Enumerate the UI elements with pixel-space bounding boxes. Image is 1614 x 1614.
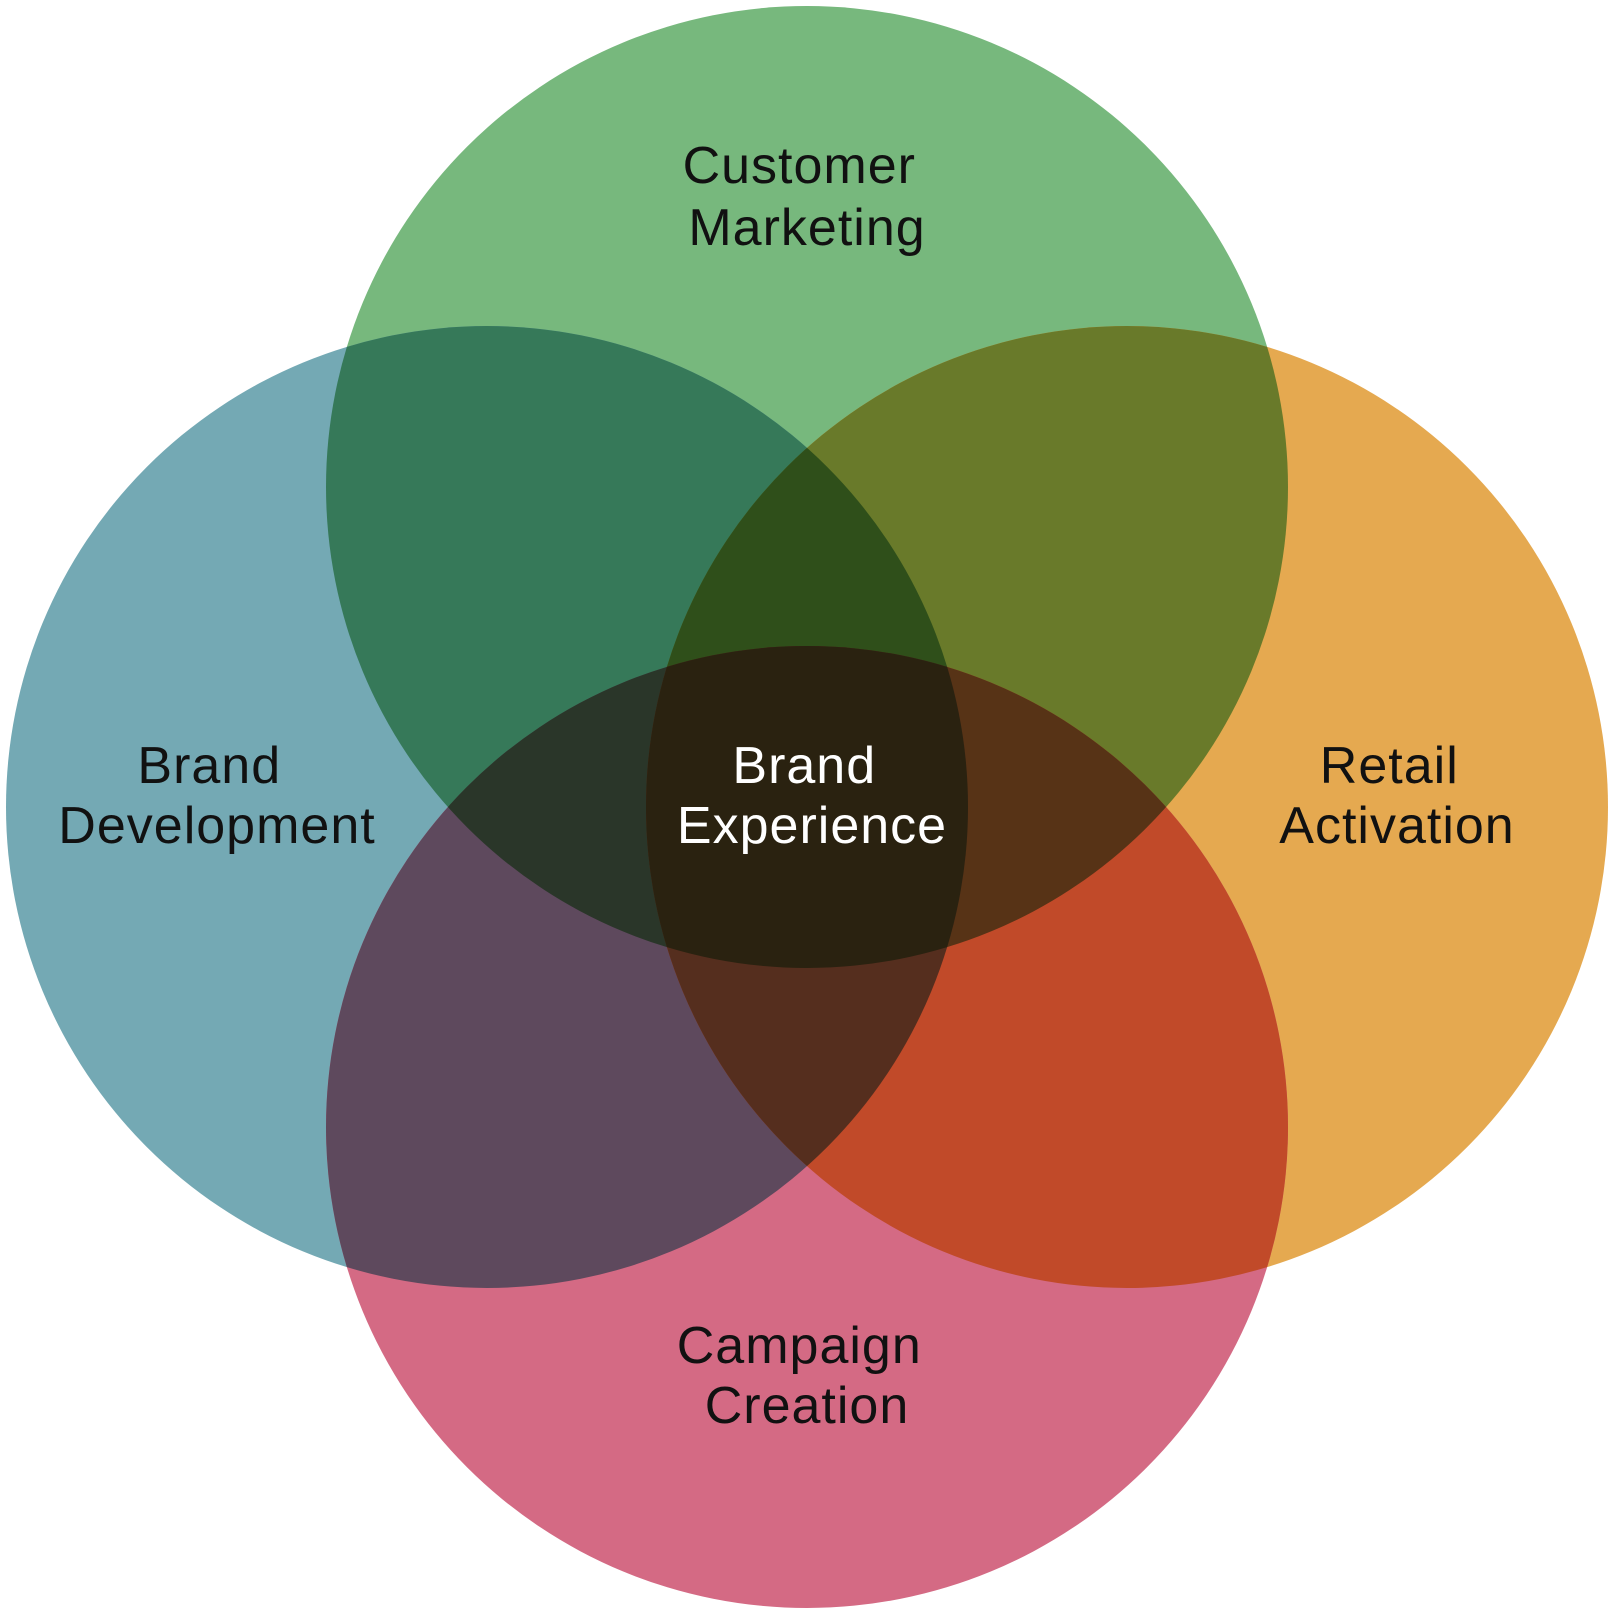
label-customer-marketing-line1: Customer: [683, 137, 916, 195]
overlap-development-activation-campaign: [646, 646, 968, 1288]
label-customer-marketing: Customer Marketing: [683, 137, 932, 257]
label-brand-development-line1: Brand: [137, 737, 281, 795]
label-retail-activation-line2: Activation: [1279, 797, 1514, 855]
label-retail-activation: Retail Activation: [1279, 737, 1514, 855]
overlap-marketing-development-activation: [646, 326, 968, 968]
label-campaign-creation-line1: Campaign: [677, 1317, 922, 1375]
label-brand-development: Brand Development: [58, 737, 375, 855]
overlap-marketing-activation-campaign: [646, 646, 1288, 968]
label-brand-development-line2: Development: [58, 797, 375, 855]
label-customer-marketing-line2: Marketing: [688, 199, 925, 257]
label-brand-experience: Brand Experience: [677, 737, 947, 855]
label-retail-activation-line1: Retail: [1320, 737, 1459, 795]
label-brand-experience-line2: Experience: [677, 797, 947, 855]
label-campaign-creation-line2: Creation: [705, 1377, 910, 1435]
label-brand-experience-line1: Brand: [732, 737, 876, 795]
label-campaign-creation: Campaign Creation: [677, 1317, 937, 1435]
overlap-marketing-development-campaign: [326, 646, 968, 968]
